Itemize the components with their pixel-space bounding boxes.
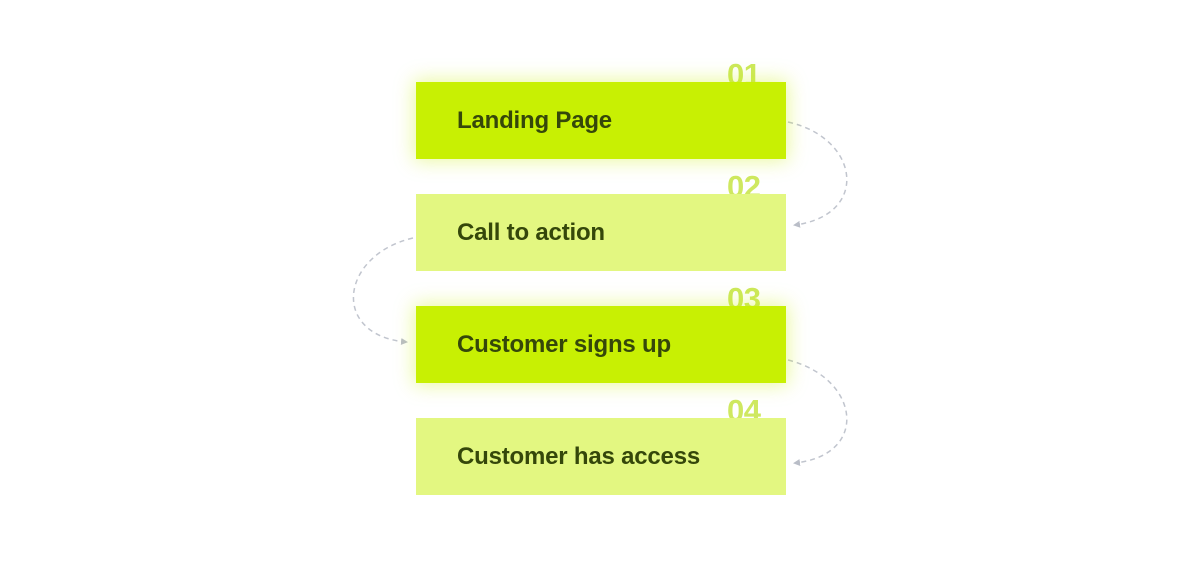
step-landing-page: 01 Landing Page	[416, 59, 786, 159]
connector-2-to-3	[352, 237, 414, 346]
step-label: Customer has access	[457, 442, 700, 470]
step-card: Customer signs up	[416, 306, 786, 383]
connector-1-to-2	[787, 121, 848, 228]
step-label: Customer signs up	[457, 330, 671, 358]
step-card: Landing Page	[416, 82, 786, 159]
step-customer-has-access: 04 Customer has access	[416, 395, 786, 495]
step-customer-signs-up: 03 Customer signs up	[416, 283, 786, 383]
connector-3-to-4	[787, 359, 848, 466]
step-label: Call to action	[457, 218, 605, 246]
step-card: Customer has access	[416, 418, 786, 495]
step-label: Landing Page	[457, 106, 612, 134]
step-card: Call to action	[416, 194, 786, 271]
step-call-to-action: 02 Call to action	[416, 171, 786, 271]
